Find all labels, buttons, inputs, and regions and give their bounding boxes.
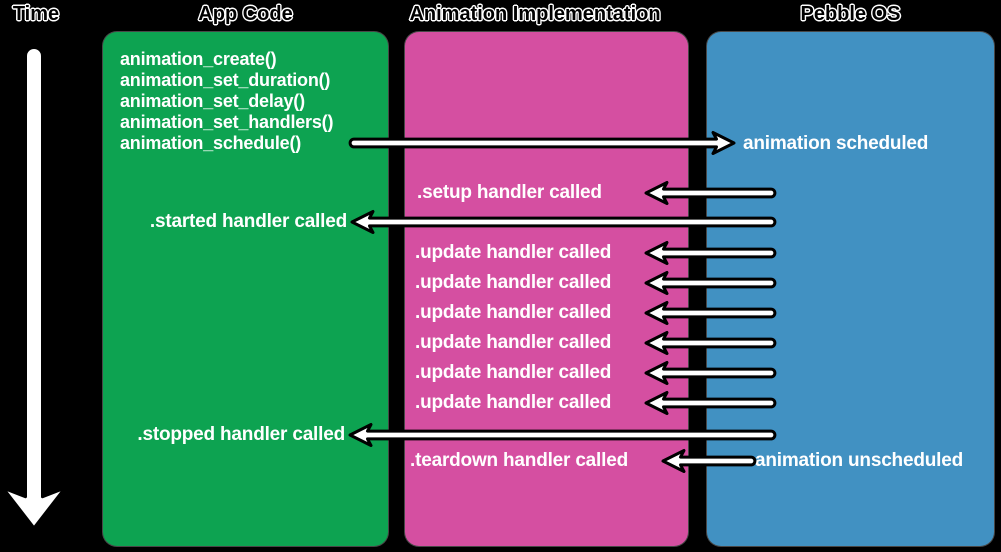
update-handler-label-6: .update handler called: [415, 392, 612, 413]
api-call-set-handlers: animation_set_handlers(): [120, 112, 334, 132]
animation-implementation-box: [405, 32, 688, 546]
animation-scheduled-label: animation scheduled: [743, 133, 929, 154]
started-handler-label: .started handler called: [149, 211, 347, 232]
pebble-os-title: Pebble OS: [800, 3, 901, 25]
api-call-list: animation_create() animation_set_duratio…: [120, 49, 333, 154]
update-handler-label-5: .update handler called: [415, 362, 612, 383]
stopped-handler-label: .stopped handler called: [137, 424, 345, 445]
time-title: Time: [12, 3, 60, 25]
update-handler-label-3: .update handler called: [415, 302, 612, 323]
animation-unscheduled-label: animation unscheduled: [755, 450, 963, 471]
animation-implementation-title: Animation Implementation: [409, 3, 661, 25]
app-code-title: App Code: [198, 3, 293, 25]
api-call-schedule: animation_schedule(): [120, 133, 302, 153]
setup-handler-label: .setup handler called: [417, 182, 602, 203]
api-call-create: animation_create(): [120, 49, 277, 69]
api-call-set-delay: animation_set_delay(): [120, 91, 305, 111]
teardown-handler-label: .teardown handler called: [410, 450, 628, 471]
update-handler-label-2: .update handler called: [415, 272, 612, 293]
api-call-set-duration: animation_set_duration(): [120, 70, 331, 90]
time-arrow: [1, 46, 67, 530]
update-handler-label-4: .update handler called: [415, 332, 612, 353]
app-code-box: [103, 32, 388, 546]
update-handler-label-1: .update handler called: [415, 242, 612, 263]
